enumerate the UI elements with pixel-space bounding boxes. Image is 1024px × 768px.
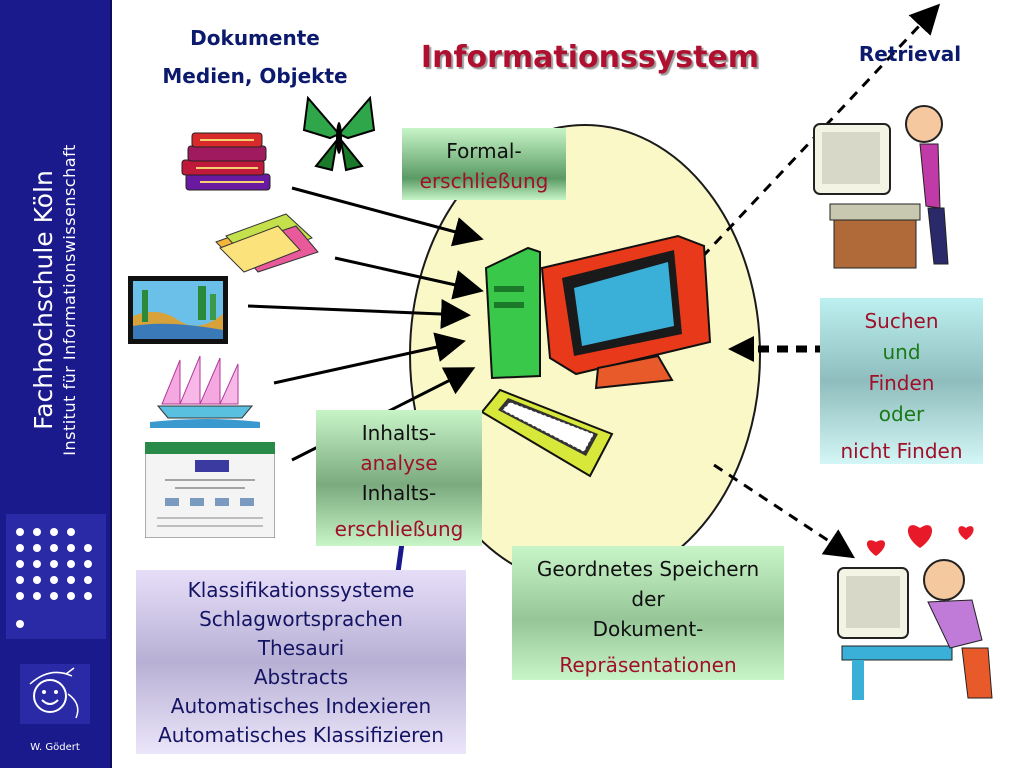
user-at-computer-icon xyxy=(813,105,949,269)
label-medien: Medien, Objekte xyxy=(162,64,348,88)
books-icon xyxy=(181,132,271,191)
speichern-line1: Geordnetes Speichern xyxy=(536,557,760,581)
speichern-line4: Repräsentationen xyxy=(559,653,737,677)
box-speichern: Geordnetes Speichern der Dokument- Reprä… xyxy=(512,546,784,680)
ship-icon xyxy=(150,355,260,428)
methods-item: Thesauri xyxy=(257,636,345,660)
inhalt-line2: analyse xyxy=(360,451,438,475)
inhalt-line1: Inhalts- xyxy=(361,421,437,445)
author-label: W. Gödert xyxy=(30,742,80,753)
box-inhalt: Inhalts- analyse Inhalts- erschließung xyxy=(316,410,482,546)
suchen-line2: und xyxy=(882,340,921,364)
box-formal: Formal- erschließung xyxy=(402,128,566,200)
box-methods: Klassifikationssysteme Schlagwortsprache… xyxy=(136,570,466,754)
computer-icon xyxy=(484,234,712,390)
butterfly-icon xyxy=(302,96,376,172)
methods-item: Klassifikationssysteme xyxy=(187,578,415,602)
arrow-folders xyxy=(334,256,484,300)
painting-icon xyxy=(128,276,228,344)
arrow-painting xyxy=(247,299,471,329)
hearts-icon xyxy=(866,525,974,556)
methods-item: Abstracts xyxy=(253,665,349,689)
keyboard-icon xyxy=(480,388,614,478)
arrow-books xyxy=(291,186,484,247)
suchen-line3: Finden xyxy=(868,371,935,395)
folders-icon xyxy=(215,213,319,273)
label-retrieval: Retrieval xyxy=(858,42,962,66)
methods-item: Automatisches Indexieren xyxy=(170,694,432,718)
speichern-line3: Dokument- xyxy=(592,617,704,641)
arrow-ship xyxy=(273,332,466,385)
methods-item: Automatisches Klassifizieren xyxy=(158,723,444,747)
methods-item: Schlagwortsprachen xyxy=(199,607,403,631)
sidebar: Fachhochschule Köln Institut für Informa… xyxy=(0,0,112,768)
inhalt-line4: erschließung xyxy=(334,517,464,541)
page-title: Informationssystem xyxy=(420,40,760,75)
suchen-line4: oder xyxy=(878,402,925,426)
label-dokumente: Dokumente xyxy=(190,26,320,50)
formal-line1: Formal- xyxy=(446,139,522,163)
suchen-line5: nicht Finden xyxy=(840,439,963,463)
dots-pattern xyxy=(6,514,106,639)
inhalt-line3: Inhalts- xyxy=(361,481,437,505)
arrow-found xyxy=(713,463,856,559)
speichern-line2: der xyxy=(631,587,665,611)
smiley-logo-icon xyxy=(20,664,90,724)
connector-line xyxy=(395,542,405,573)
box-suchen: Suchen und Finden oder nicht Finden xyxy=(820,298,983,464)
arrow-retrieval xyxy=(688,3,941,272)
happy-user-icon xyxy=(837,559,993,700)
formal-line2: erschließung xyxy=(419,169,549,193)
webpage-icon xyxy=(145,442,275,538)
suchen-line1: Suchen xyxy=(864,309,939,333)
